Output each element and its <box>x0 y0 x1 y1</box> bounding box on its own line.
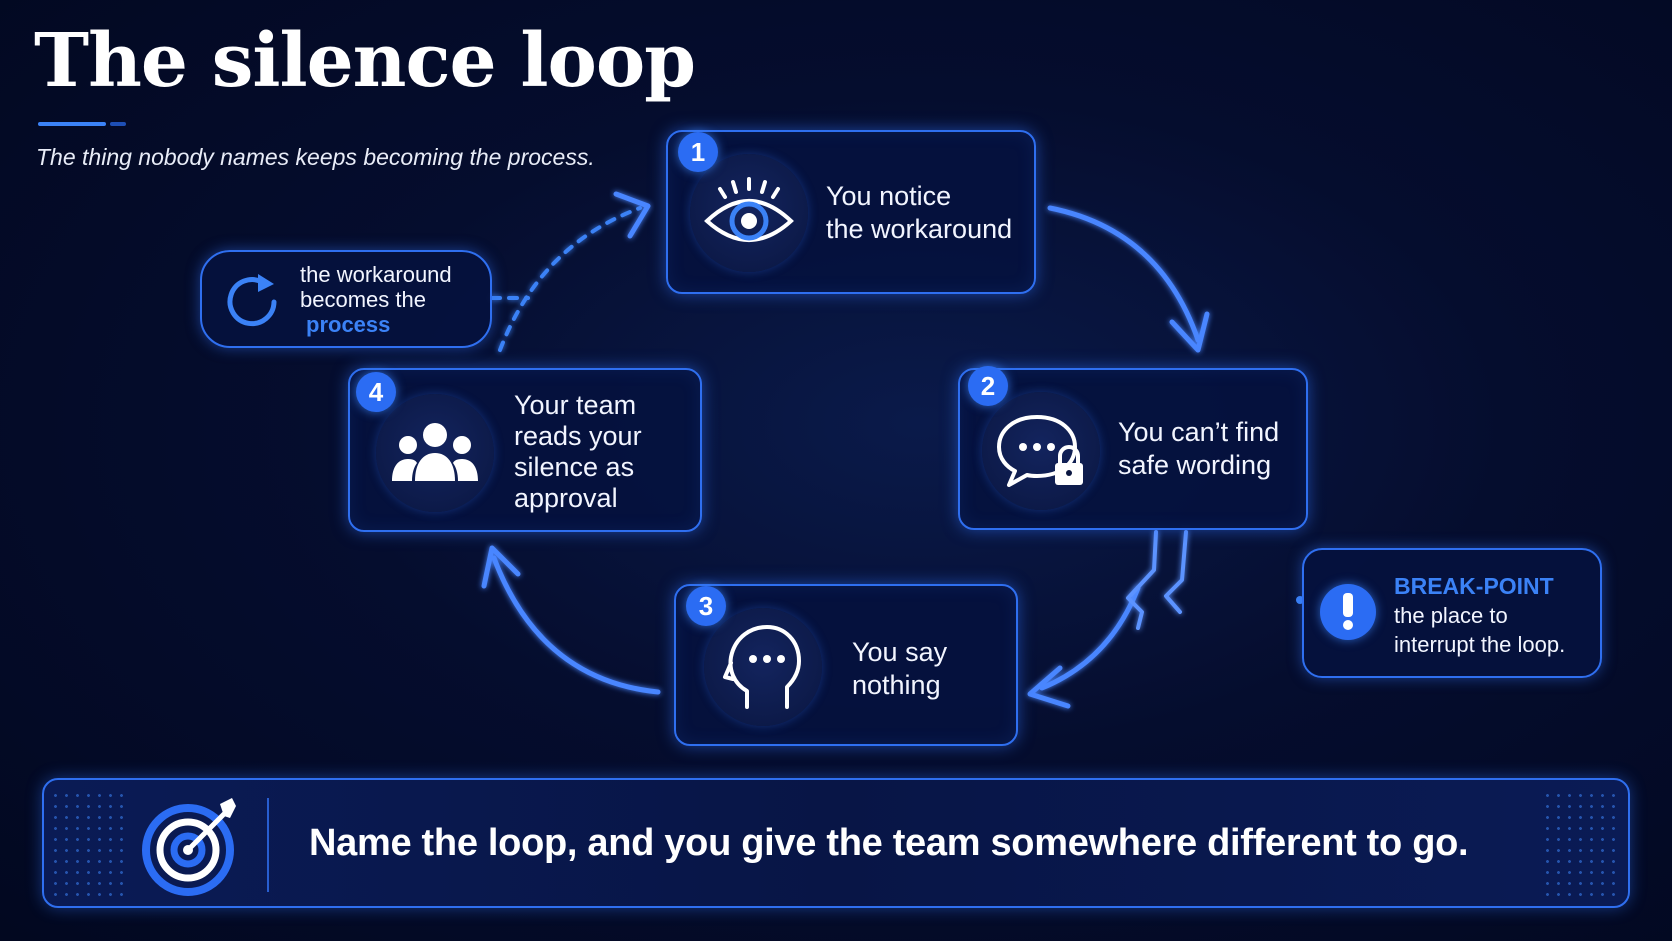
step-1-icon-circle <box>690 154 808 272</box>
step-3-text: You say nothing <box>852 637 948 700</box>
exclamation-icon <box>1320 584 1376 640</box>
loop-note-card: the workaround becomes the process <box>200 250 492 348</box>
arrow-step2-to-step3 <box>1039 585 1141 691</box>
loop-note-line-1: the workaround <box>300 262 452 287</box>
banner-dots-right <box>1542 790 1622 900</box>
break-point-line-1: the place to <box>1394 603 1508 628</box>
break-point-text: BREAK-POINT the place to interrupt the l… <box>1394 572 1565 659</box>
arrow-step2-to-step3-head <box>1027 665 1071 709</box>
break-point-line-2: interrupt the loop. <box>1394 632 1566 657</box>
banner-divider <box>267 798 269 892</box>
thinking-head-icon <box>723 625 801 709</box>
footer-banner: Name the loop, and you give the team som… <box>42 778 1630 908</box>
page-title: The silence loop <box>34 18 696 104</box>
step-4-text: Your team reads your silence as approval <box>514 390 642 513</box>
arrow-step4-to-step1-dashed <box>498 206 642 352</box>
footer-message: Name the loop, and you give the team som… <box>309 822 1469 864</box>
break-point-label: BREAK-POINT <box>1394 573 1554 599</box>
step-4-badge: 4 <box>356 372 396 412</box>
break-lightning <box>1126 530 1188 630</box>
team-icon <box>392 423 478 481</box>
step-2-card: You can’t find safe wording <box>958 368 1308 530</box>
eye-icon <box>704 177 794 242</box>
arrow-step1-to-step2 <box>1047 205 1201 343</box>
step-1-card: You notice the workaround <box>666 130 1036 294</box>
loop-note-line-2: becomes the <box>300 287 426 312</box>
arrow-step1-to-step2-head <box>1169 311 1210 353</box>
arrow-step3-to-step4 <box>491 555 661 695</box>
step-1-badge: 1 <box>678 132 718 172</box>
title-underline <box>38 122 106 126</box>
step-2-badge: 2 <box>968 366 1008 406</box>
title-underline-accent <box>110 122 126 126</box>
loop-note-text: the workaround becomes the process <box>300 262 452 337</box>
arrow-step4-to-step1-head <box>613 191 651 239</box>
refresh-icon <box>227 274 277 327</box>
step-1-text: You notice the workaround <box>826 181 1013 244</box>
banner-dots-left <box>50 790 130 900</box>
break-point-card: BREAK-POINT the place to interrupt the l… <box>1302 548 1602 678</box>
step-4-icon-circle <box>376 394 494 512</box>
step-3-icon-circle <box>704 608 822 726</box>
step-4-card: Your team reads your silence as approval <box>348 368 702 532</box>
step-2-icon-circle <box>982 392 1100 510</box>
target-icon <box>142 798 236 896</box>
step-2-text: You can’t find safe wording <box>1118 417 1280 480</box>
step-3-card: You say nothing <box>674 584 1018 746</box>
loop-note-highlight: process <box>306 312 391 337</box>
page-subtitle: The thing nobody names keeps becoming th… <box>36 144 595 170</box>
arrow-step3-to-step4-head <box>481 545 521 589</box>
locked-chat-icon <box>997 415 1083 487</box>
step-3-badge: 3 <box>686 586 726 626</box>
